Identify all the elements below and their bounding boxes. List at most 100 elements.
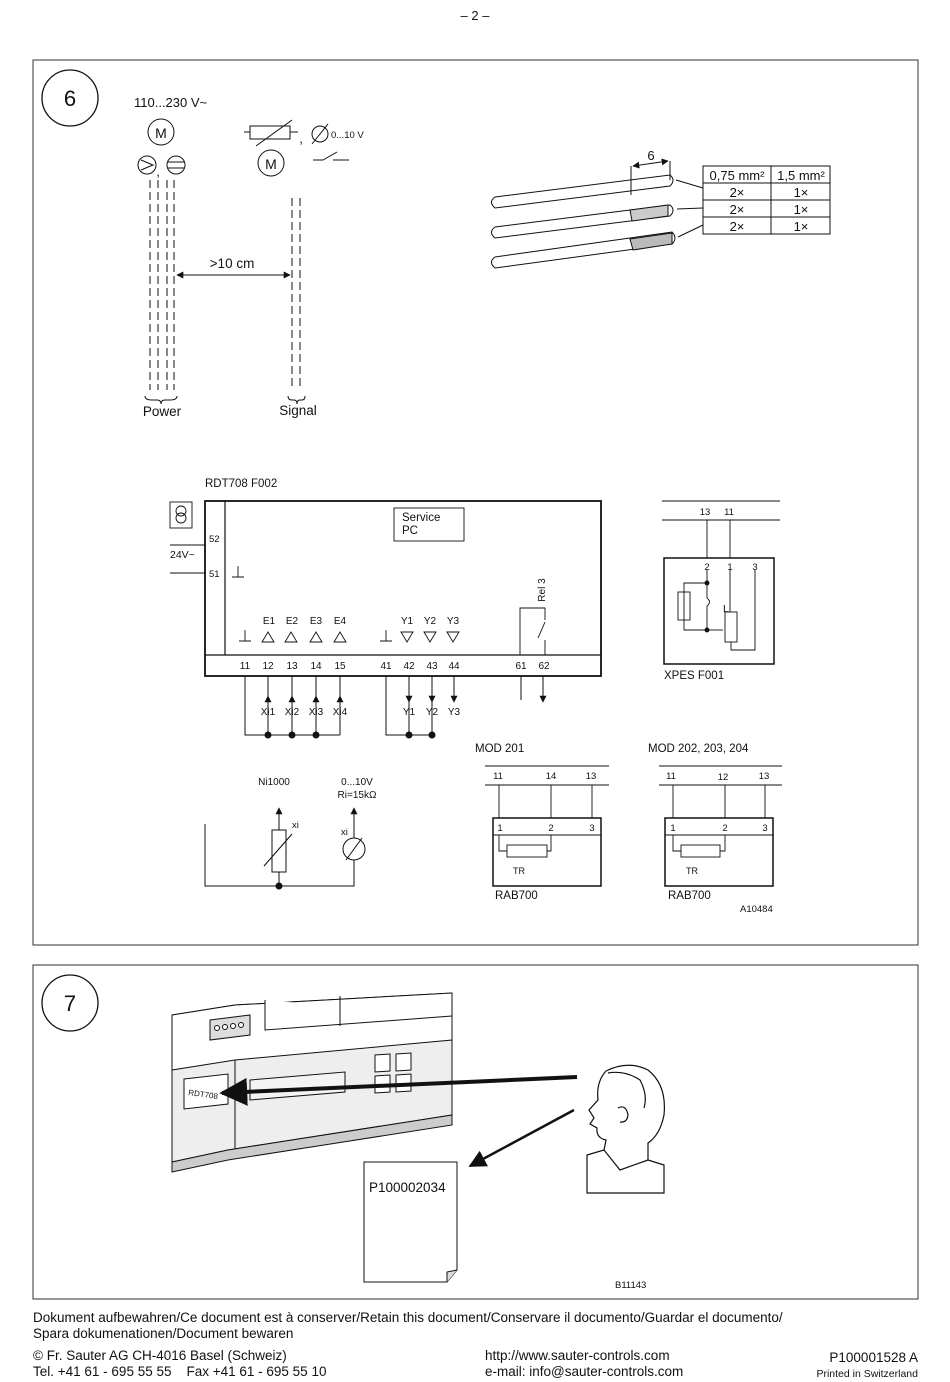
xi-label: Xi1: [261, 707, 276, 718]
illustration-code: B11143: [615, 1280, 646, 1291]
output-label: Y2: [424, 616, 437, 627]
device-box: [169, 500, 602, 739]
xpes-term: 13: [700, 507, 711, 518]
y-output-label: Y1: [403, 707, 416, 718]
mod202-term: 11: [666, 771, 676, 782]
mod202-diagram: [659, 765, 782, 887]
device-label-rdt708: RDT708: [188, 1088, 219, 1101]
mod202-title: MOD 202, 203, 204: [648, 743, 749, 755]
website-link[interactable]: http://www.sauter-controls.com: [485, 1348, 670, 1363]
section-7-frame: [32, 964, 919, 1300]
input-label: E2: [286, 616, 299, 627]
xpes-inner-term: 3: [752, 562, 757, 573]
terminal-label: 62: [538, 661, 550, 672]
output-label: Y3: [447, 616, 460, 627]
cable-separation-drawing: [137, 118, 349, 405]
printed-in: Printed in Switzerland: [816, 1368, 918, 1380]
xpes-title: XPES F001: [664, 670, 724, 682]
xi-label: Xi2: [285, 707, 300, 718]
wire-table-cell: 2×: [730, 219, 745, 234]
output-label: Y1: [401, 616, 414, 627]
xi-label: Xi3: [309, 707, 324, 718]
terminal-label: 14: [310, 661, 322, 672]
voltage-label: 110...230 V~: [134, 95, 208, 110]
power-label: Power: [143, 404, 182, 419]
xpes-inner-term: 2: [704, 562, 709, 573]
mod202-term: 12: [718, 772, 729, 783]
device-illustration: [171, 992, 453, 1173]
xpes-inner-term: 1: [727, 562, 732, 573]
person-illustration: [586, 1064, 666, 1194]
pin-52-label: 52: [209, 534, 220, 545]
xpes-diagram: [662, 500, 780, 665]
mod202-rab: RAB700: [668, 890, 711, 902]
service-label: Service: [402, 512, 440, 524]
device-title: RDT708 F002: [205, 478, 277, 490]
section-7-badge: [41, 974, 99, 1032]
wire-table-cell: 1×: [794, 219, 809, 234]
motor-symbol-label: M: [155, 125, 167, 141]
pin-51-label: 51: [209, 569, 220, 580]
supply-voltage-label: 24V~: [170, 549, 195, 561]
distance-label: >10 cm: [210, 256, 255, 271]
retain-notice: Dokument aufbewahren/Ce document est à c…: [33, 1310, 783, 1342]
wire-table-header-2: 1,5 mm²: [777, 168, 825, 183]
terminal-label: 61: [515, 661, 527, 672]
strip-length-label: 6: [647, 148, 654, 163]
input-label: E4: [334, 616, 347, 627]
mod202-inner: 1: [670, 823, 675, 834]
section-6-badge: [41, 69, 99, 127]
terminal-label: 11: [240, 661, 251, 672]
signal-range-label: 0...10 V: [331, 130, 364, 141]
y-output-label: Y3: [448, 707, 461, 718]
mod201-term: 11: [493, 771, 503, 782]
section-7-number: 7: [64, 991, 76, 1016]
ni1000-label: Ni1000: [258, 777, 290, 788]
mod201-inner: 2: [548, 823, 553, 834]
section-6-frame: [32, 59, 919, 946]
wire-table-header-1: 0,75 mm²: [710, 168, 766, 183]
mod202-inner: 3: [762, 823, 767, 834]
mod201-term: 13: [586, 771, 597, 782]
document-id: P100001528 A: [829, 1350, 918, 1365]
mod201-inner: 3: [589, 823, 594, 834]
mod202-inner: 2: [722, 823, 727, 834]
terminal-label: 12: [262, 661, 274, 672]
mod201-term: 14: [546, 771, 557, 782]
mod201-tr: TR: [513, 866, 525, 876]
drawing-code: A10484: [740, 904, 773, 915]
pc-label: PC: [402, 525, 418, 537]
xi-label: Xi4: [333, 707, 348, 718]
terminal-label: 44: [448, 661, 460, 672]
relay-label: Rel 3: [537, 578, 548, 602]
retain-line-2: Spara dokumenationen/Document bewaren: [33, 1326, 294, 1341]
wire-table-cell: 2×: [730, 185, 745, 200]
retain-line-1: Dokument aufbewahren/Ce document est à c…: [33, 1310, 783, 1325]
signal-label: Signal: [279, 403, 317, 418]
company-name: © Fr. Sauter AG CH-4016 Basel (Schweiz): [33, 1348, 287, 1363]
terminal-label: 13: [286, 661, 298, 672]
xpes-term: 11: [724, 507, 734, 518]
company-phone: Tel. +41 61 - 695 55 55 Fax +41 61 - 695…: [33, 1364, 327, 1379]
input-label: E3: [310, 616, 323, 627]
wire-table-cell: 1×: [794, 202, 809, 217]
page-number: – 2 –: [461, 8, 491, 23]
document-number: P100002034: [369, 1180, 446, 1195]
mod201-title: MOD 201: [475, 743, 524, 755]
terminal-label: 41: [380, 661, 392, 672]
mod201-rab: RAB700: [495, 890, 538, 902]
xi-sensor-label-2: xi: [341, 827, 348, 838]
mod202-term: 13: [759, 771, 770, 782]
xi-sensor-label: xi: [292, 820, 299, 831]
mod201-inner: 1: [497, 823, 502, 834]
mod201-diagram: [485, 765, 609, 887]
company-info: © Fr. Sauter AG CH-4016 Basel (Schweiz) …: [33, 1348, 326, 1380]
voltage-range-label: 0...10V: [341, 777, 373, 788]
pointer-arrow-document: [468, 1108, 575, 1168]
pointer-arrow-device: [219, 1075, 578, 1106]
email-link[interactable]: e-mail: info@sauter-controls.com: [485, 1364, 684, 1379]
ri-label: Ri=15kΩ: [338, 790, 377, 801]
section-6-number: 6: [64, 86, 76, 111]
mod202-tr: TR: [686, 866, 698, 876]
